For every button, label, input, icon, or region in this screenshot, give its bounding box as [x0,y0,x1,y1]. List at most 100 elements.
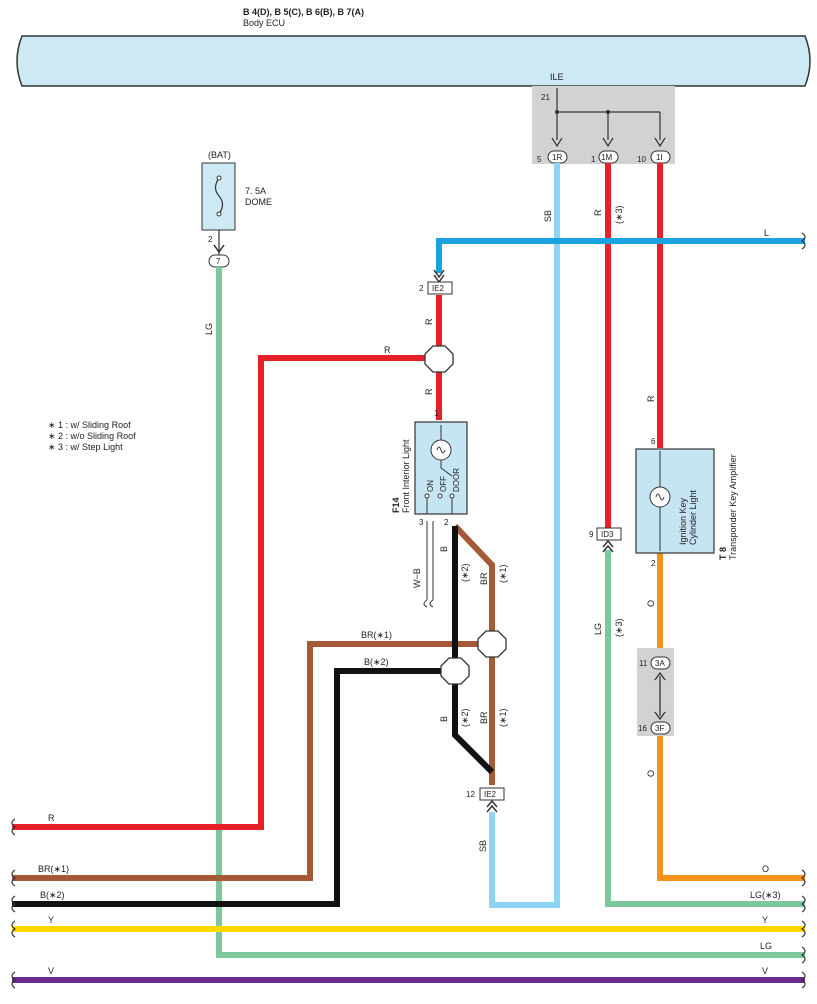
splice-br [477,630,507,658]
label-r-horiz: R [384,345,391,355]
connector-3f [650,721,671,735]
connector-ie2-top [427,281,453,295]
wire-o [657,553,805,881]
fuse-symbol [214,177,224,215]
transponder-key-amplifier [635,448,715,554]
label-br-v2: BR [479,711,489,724]
fuse-pin: 2 [208,235,213,244]
wire-b-left [12,668,455,907]
label-lg-fuse: LG [204,323,214,335]
label-sb2: SB [478,840,488,852]
switch-contact [449,493,455,499]
ile-pin-10: 10 [637,155,646,164]
bus-v-right: V [762,966,768,976]
bus-br-left: BR(∗1) [38,864,69,874]
label-sb1: SB [543,210,553,222]
bus-r-left: R [48,813,55,823]
f14-pin3: 3 [419,518,424,527]
splice-b [440,657,470,685]
f14-name: Front Interior Light [401,439,411,513]
label-br-v1: BR [479,572,489,585]
ile-node [606,110,610,114]
bus-o-right: O [762,864,769,874]
connector-id3 [596,527,622,541]
switch-contact [437,493,443,499]
t8-inner-2: Cylinder Light [688,489,698,545]
wire-lg3 [605,550,805,907]
label-b-h: B(∗2) [364,657,389,667]
bus-v-left: V [48,966,54,976]
label-r1b: (∗3) [614,205,624,224]
ecu-codes: B 4(D), B 5(C), B 6(B), B 7(A) [243,7,364,17]
fuse-name: DOME [245,197,272,207]
wire-sb [489,163,560,908]
ie2-top-label: IE2 [432,284,445,293]
label-b-v1: B [439,546,449,552]
label-r-ie2: R [424,318,434,325]
label-l: L [764,228,769,238]
label-b-v2b: (∗2) [460,708,470,727]
label-br-h: BR(∗1) [361,630,392,640]
ie2-top-pin: 2 [419,284,424,293]
label-b-v1b: (∗2) [460,563,470,582]
t8-pin6: 6 [651,437,656,446]
ile-pin-5: 5 [537,155,542,164]
connector-3f-label: 3F [655,724,664,733]
label-br-v1b: (∗1) [498,564,508,583]
f14-code: F14 [391,497,401,513]
switch-door: DOOR [452,468,461,492]
f14-pin2: 2 [444,518,449,527]
splice-points [424,345,507,685]
id3-pin: 9 [589,530,594,539]
switch-off: OFF [439,476,448,492]
label-wb: W−B [412,568,422,588]
connector-3f-pin: 16 [638,724,647,733]
label-r1: R [593,209,603,216]
switch-on: ON [426,480,435,492]
bus-lg3-right: LG(∗3) [750,890,781,900]
connector-1i-label: 1I [656,153,663,162]
note-1: ∗ 1 : w/ Sliding Roof [48,420,131,430]
label-b-v2: B [439,716,449,722]
bus-b-left: B(∗2) [40,890,65,900]
lamp-filament [436,446,446,454]
fuse-arrow [213,244,225,254]
label-lg-id3b: (∗3) [614,618,624,637]
t8-pin2: 2 [651,559,656,568]
wire-br-f14 [452,523,495,785]
fuse-terminal [216,175,222,181]
wire-end-marks [11,232,806,989]
cylinder-light-filament [655,493,665,501]
fuse-rating: 7. 5A [245,186,266,196]
body-ecu-bus [16,35,811,87]
ecu-name: Body ECU [243,18,285,28]
label-br-v2b: (∗1) [498,708,508,727]
t8-inner-1: Ignition Key [678,497,688,545]
connector-1m-label: 1M [601,153,612,162]
bus-y-right: Y [762,915,768,925]
t8-name: Transponder Key Amplifier [728,454,738,560]
wire-b-f14 [452,526,495,775]
switch-contact [424,493,430,499]
ile-node [555,110,559,114]
ile-label: ILE [550,72,564,82]
wire-l [436,238,805,273]
wire-wb [426,521,434,600]
id3-arrow [602,539,614,553]
bus-y-left: Y [48,915,54,925]
wire-wb-end [423,599,434,608]
bus-lg-right: LG [760,941,772,951]
fuse-box [201,162,236,231]
wire-lg [216,267,805,958]
connector-3a-label: 3A [655,659,665,668]
label-lg-id3: LG [593,623,603,635]
label-r-t8: R [646,395,656,402]
f14-pin1: 1 [434,409,439,418]
connector-3a [650,656,671,670]
label-o2: O [646,770,656,777]
connector-7-label: 7 [216,257,221,266]
junction-3a-3f-link [654,671,666,721]
t8-code: T 8 [718,547,728,560]
id3-label: ID3 [601,530,614,539]
